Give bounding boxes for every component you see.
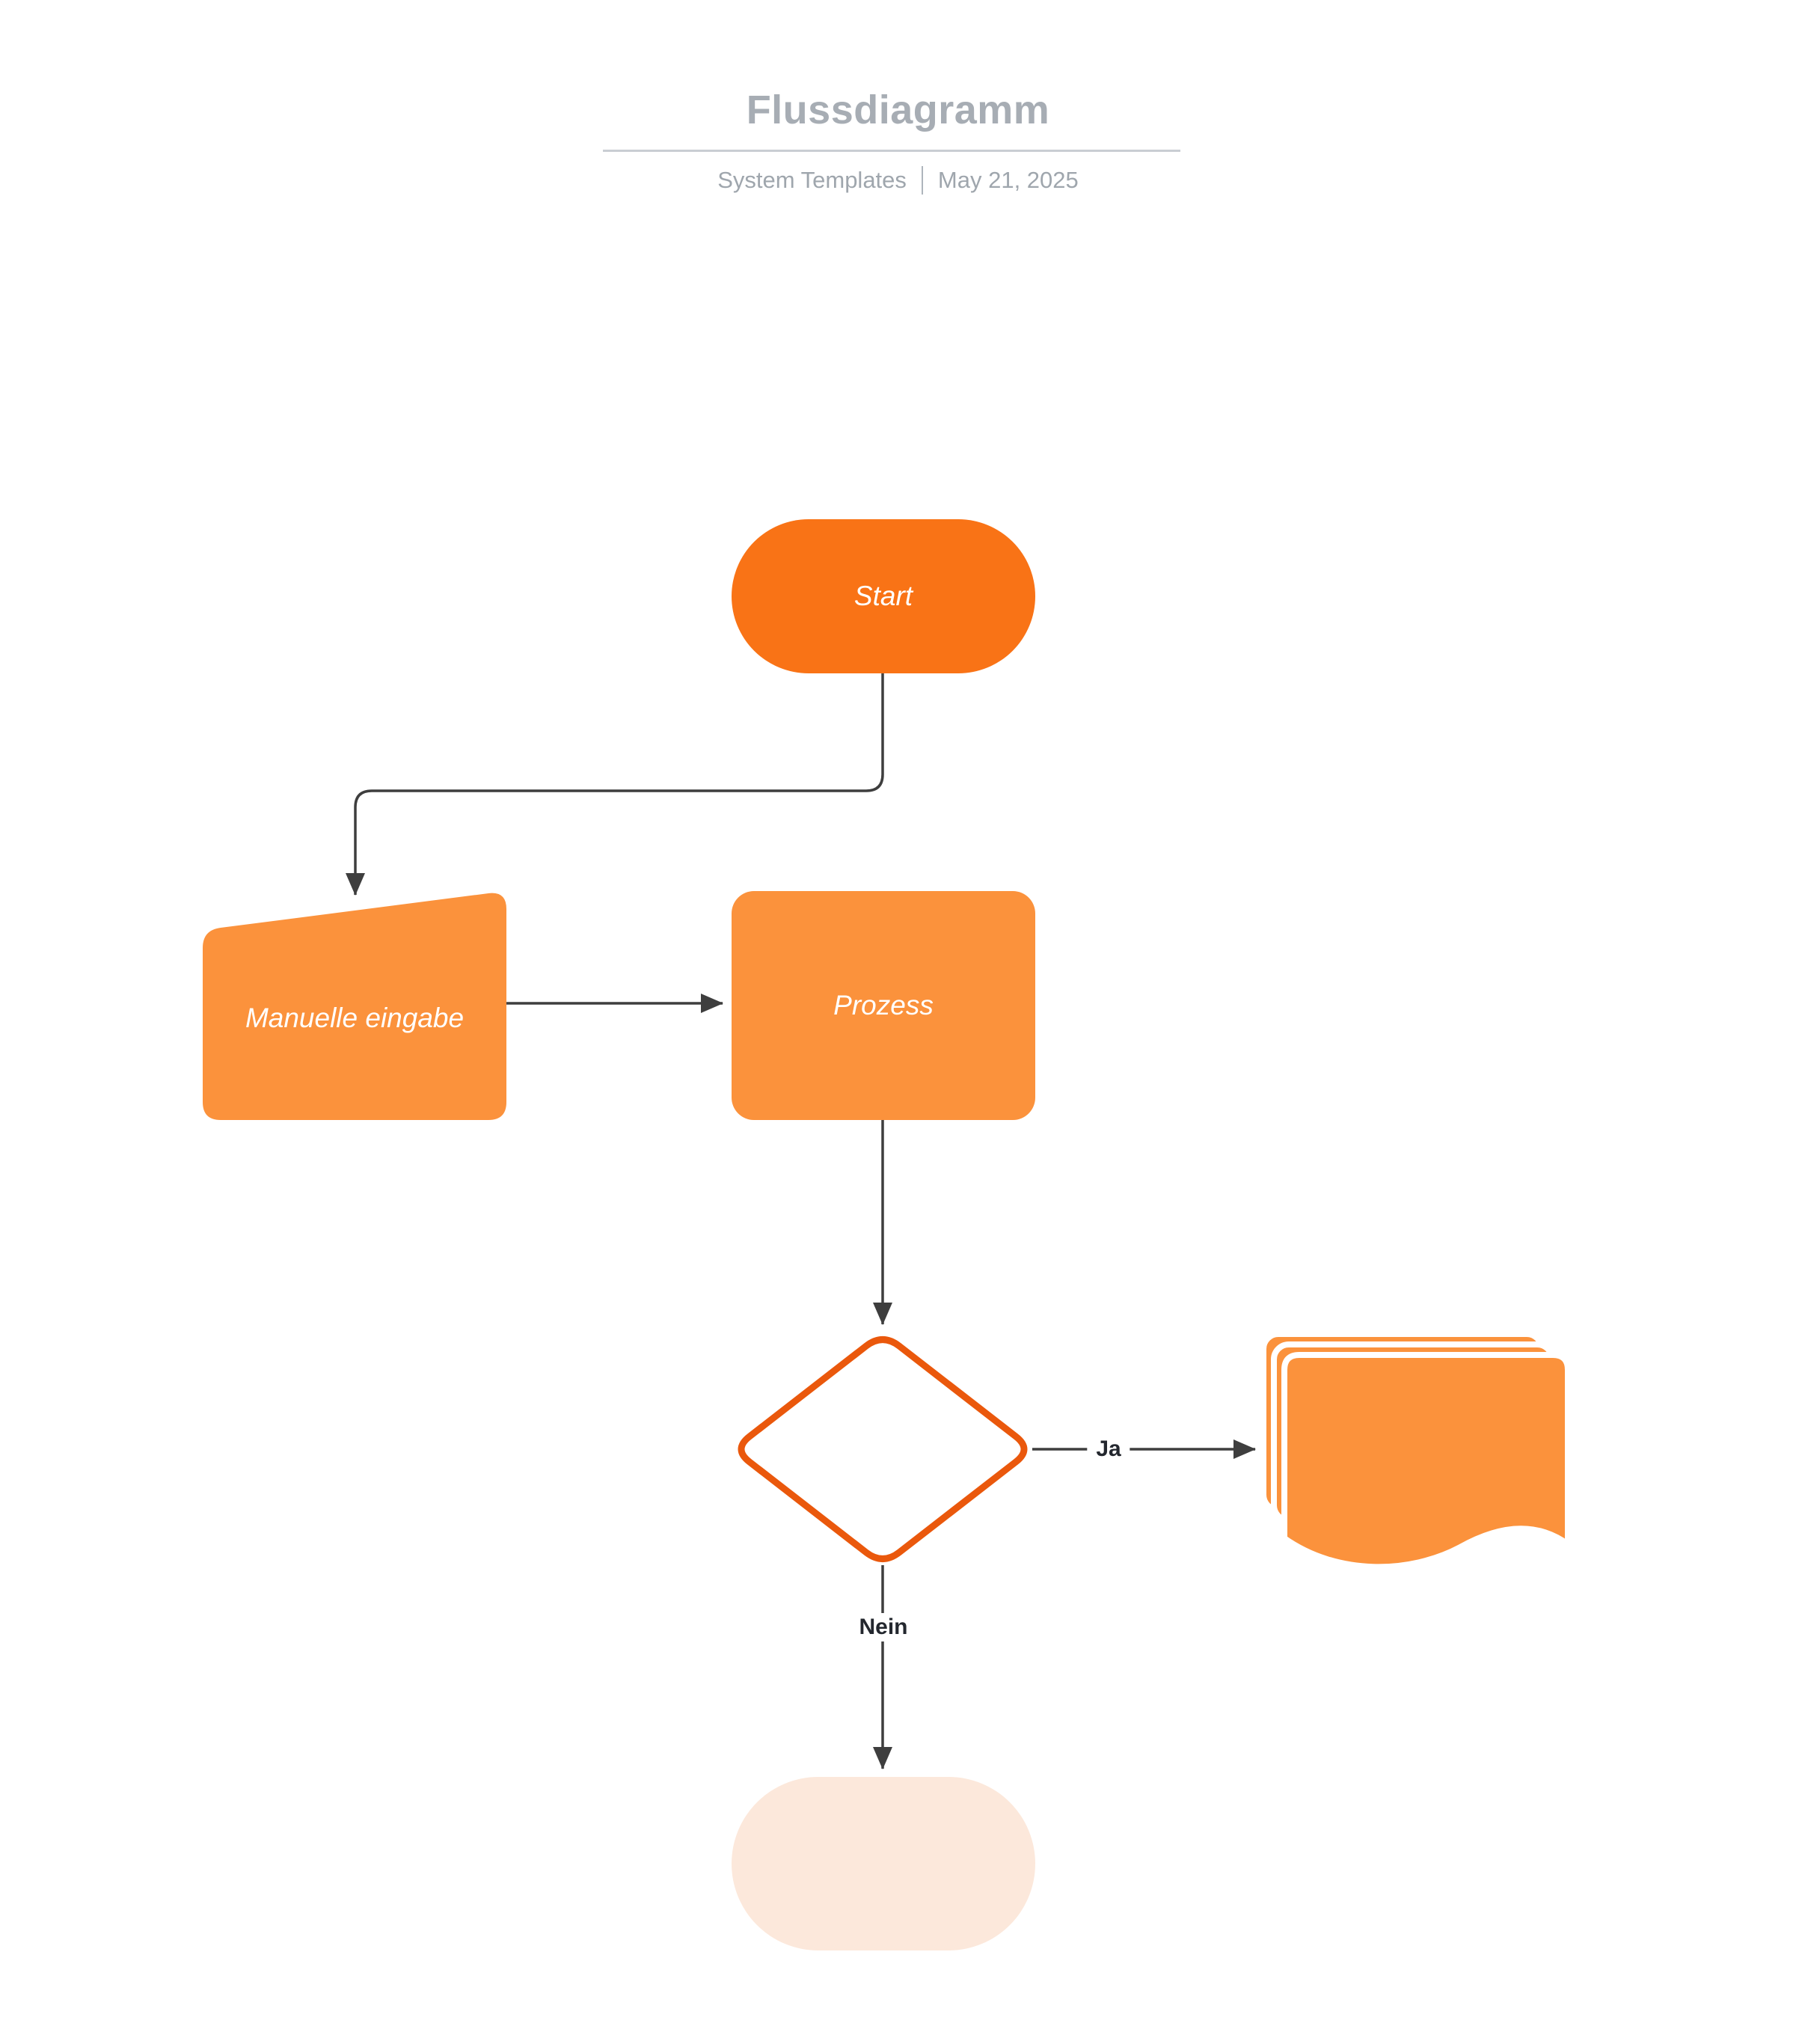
page-title: Flussdiagramm xyxy=(746,88,1050,132)
connector-start-to-manual-input xyxy=(346,673,884,896)
end-node[interactable] xyxy=(732,1777,1035,1950)
start-node[interactable] xyxy=(732,519,1035,673)
subtitle-source: System Templates xyxy=(717,167,907,193)
edge-label-yes: Ja xyxy=(1087,1435,1130,1463)
decision-node[interactable] xyxy=(738,1336,1028,1562)
subtitle: System Templates May 21, 2025 xyxy=(0,166,1796,195)
process-node-label: Prozess xyxy=(833,990,934,1021)
document-sheet-middle xyxy=(1271,1341,1555,1523)
document-sheet-front xyxy=(1281,1352,1571,1570)
process-node[interactable] xyxy=(732,891,1035,1120)
edge-label-no: Nein xyxy=(850,1613,917,1641)
multi-document-node[interactable] xyxy=(1260,1331,1571,1570)
subtitle-date: May 21, 2025 xyxy=(937,167,1079,193)
document-sheet-back xyxy=(1260,1331,1545,1513)
subtitle-divider xyxy=(921,166,923,195)
start-node-label: Start xyxy=(853,581,913,611)
title-underline xyxy=(603,150,1180,152)
manual-input-node-label: Manuelle eingabe xyxy=(245,1003,465,1033)
